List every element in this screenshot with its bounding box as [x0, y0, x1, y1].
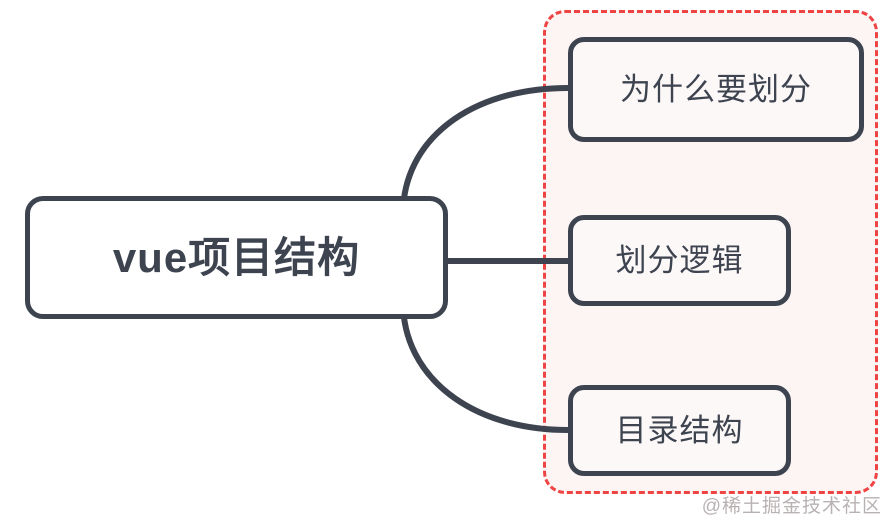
child-node-division-logic[interactable]: 划分逻辑	[568, 215, 791, 306]
child-node-label: 划分逻辑	[615, 243, 744, 278]
child-node-directory-structure[interactable]: 目录结构	[568, 385, 791, 476]
root-node-label: vue项目结构	[112, 233, 361, 281]
child-node-label: 目录结构	[615, 413, 744, 448]
watermark: @稀土掘金技术社区	[701, 496, 882, 517]
child-node-why-divide[interactable]: 为什么要划分	[568, 37, 864, 142]
child-node-label: 为什么要划分	[620, 72, 812, 107]
root-node[interactable]: vue项目结构	[25, 196, 448, 319]
